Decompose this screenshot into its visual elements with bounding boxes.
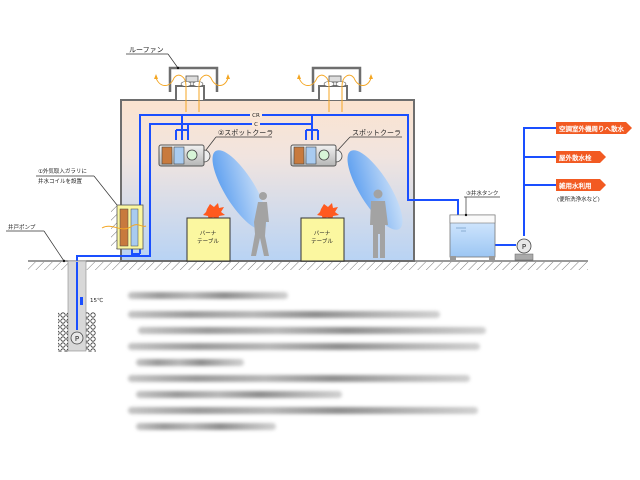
burner-table-1: バーナ テーブル xyxy=(186,203,231,262)
svg-text:①外気取入ガラリに: ①外気取入ガラリに xyxy=(38,167,87,175)
spot-cooler-2: スポットクーラ xyxy=(290,129,402,167)
svg-text:雑用水利用: 雑用水利用 xyxy=(558,181,592,190)
svg-text:ルーファン: ルーファン xyxy=(129,46,164,54)
output-tag-1: 屋外散水栓 xyxy=(556,151,606,163)
svg-text:空調室外機周りへ散水: 空調室外機周りへ散水 xyxy=(559,124,625,133)
well: 15℃ P xyxy=(58,260,103,352)
svg-text:テーブル: テーブル xyxy=(311,237,333,245)
well-pump-label: 井戸ポンプ xyxy=(6,223,66,263)
spot-cooler-1: ②スポットクーラ xyxy=(158,129,273,167)
svg-text:バーナ: バーナ xyxy=(314,230,331,237)
person-walking xyxy=(251,192,269,256)
roof-fan-2 xyxy=(297,66,373,112)
svg-text:バーナ: バーナ xyxy=(200,230,217,237)
cool-air-cone-1 xyxy=(212,150,268,230)
blurred-line xyxy=(128,375,470,382)
person-standing xyxy=(370,189,388,258)
blurred-line xyxy=(128,343,480,350)
blurred-line xyxy=(128,311,440,318)
svg-text:15℃: 15℃ xyxy=(90,297,103,304)
svg-text:屋外散水栓: 屋外散水栓 xyxy=(559,153,592,162)
svg-text:P: P xyxy=(522,243,526,251)
svg-text:②スポットクーラ: ②スポットクーラ xyxy=(218,129,273,137)
svg-text:井戸ポンプ: 井戸ポンプ xyxy=(8,223,36,231)
blurred-line xyxy=(136,391,342,398)
svg-text:テーブル: テーブル xyxy=(197,237,219,245)
blurred-line xyxy=(136,359,244,366)
output-tag-2: 雑用水利用 (便所洗浄水など) xyxy=(556,179,606,203)
transfer-pump: P xyxy=(514,238,534,261)
blurred-line xyxy=(136,423,276,430)
burner-table-2: バーナ テーブル xyxy=(300,203,345,262)
svg-text:CR: CR xyxy=(252,113,260,119)
blurred-line xyxy=(138,327,486,334)
pipe-labels: CR C xyxy=(250,111,262,128)
roof-fan-1 xyxy=(154,66,230,112)
blurred-line xyxy=(128,292,288,299)
svg-text:P: P xyxy=(75,335,79,343)
blurred-line xyxy=(128,407,478,414)
well-water-tank: ③井水タンク xyxy=(449,189,500,261)
svg-text:C: C xyxy=(254,122,258,128)
intake-coil: ①外気取入ガラリに 井水コイルを設置 xyxy=(36,167,147,250)
roof-fan-label: ルーファン xyxy=(126,46,180,70)
cool-air-cone-2 xyxy=(347,150,403,230)
svg-text:(便所洗浄水など): (便所洗浄水など) xyxy=(557,195,600,203)
svg-text:井水コイルを設置: 井水コイルを設置 xyxy=(38,177,83,185)
output-tag-0: 空調室外機周りへ散水 xyxy=(556,122,632,134)
svg-text:③井水タンク: ③井水タンク xyxy=(466,189,498,197)
ground xyxy=(28,260,588,270)
svg-text:スポットクーラ: スポットクーラ xyxy=(352,129,401,137)
